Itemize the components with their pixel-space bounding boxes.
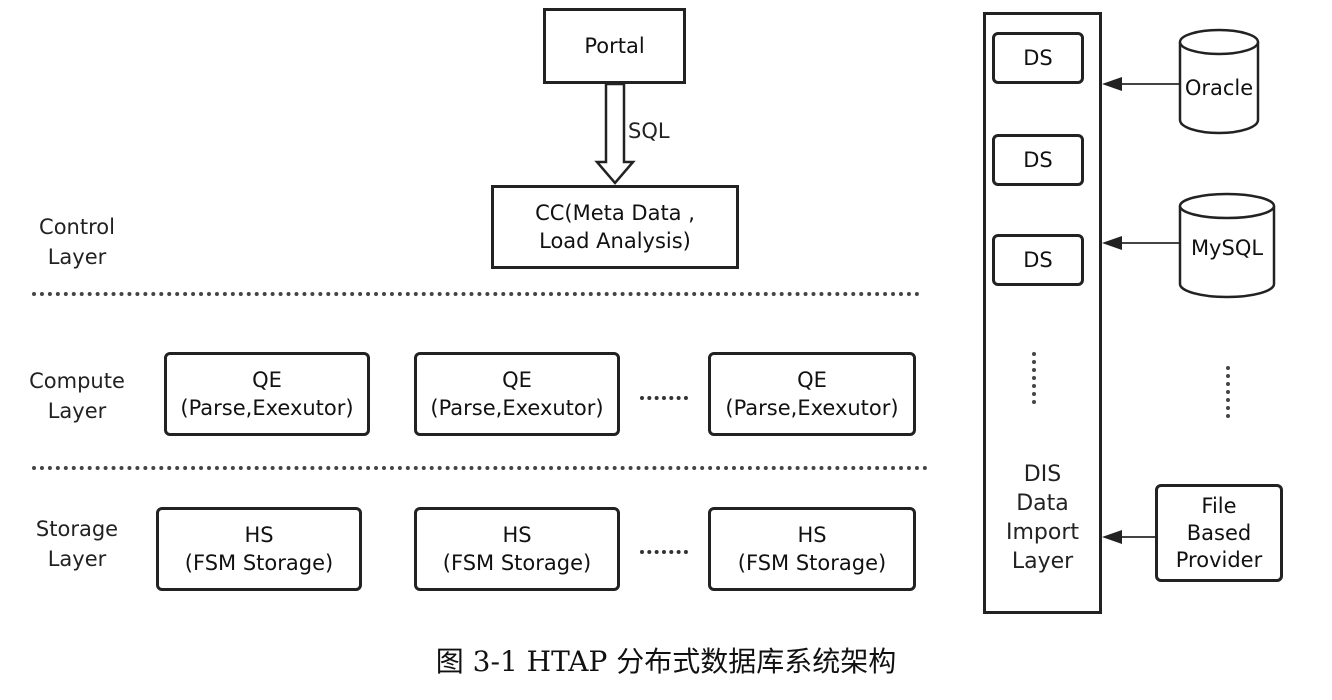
ds-label: DS [1023,248,1053,272]
qe-ellipsis [640,396,688,400]
storage-layer-line1: Storage [35,517,119,541]
hs-node-subtitle: (FSM Storage) [737,551,887,575]
qe-node-subtitle: (Parse,Exexutor) [430,396,604,420]
ds-label: DS [1023,148,1053,172]
storage-layer-label: Storage Layer [18,514,136,574]
qe-node: QE (Parse,Exexutor) [708,352,916,436]
sources-vertical-ellipsis [1226,366,1230,418]
hs-node-subtitle: (FSM Storage) [184,551,334,575]
cc-label-line2: Load Analysis) [539,229,691,253]
cylinder-shape [1178,192,1276,299]
mysql-database-icon: MySQL [1178,192,1276,300]
hs-node-subtitle: (FSM Storage) [442,551,592,575]
compute-layer-line1: Compute [29,369,125,393]
qe-node-subtitle: (Parse,Exexutor) [725,396,899,420]
compute-storage-separator [32,466,928,470]
dis-title-line: DIS [1023,462,1062,487]
oracle-database-icon: Oracle [1178,28,1260,136]
hs-node-title: HS [244,523,274,547]
file-provider-line: Based [1186,520,1252,545]
hs-node-title: HS [797,523,827,547]
dis-container [983,12,1102,614]
qe-node: QE (Parse,Exexutor) [414,352,620,436]
dis-title: DIS Data Import Layer [986,460,1099,576]
control-layer-line1: Control [39,215,115,239]
portal-box: Portal [543,8,686,84]
qe-node-subtitle: (Parse,Exexutor) [180,396,354,420]
ds-box: DS [992,234,1084,286]
qe-node-title: QE [797,368,827,392]
cylinder-shape [1178,28,1260,135]
file-based-provider-box: File Based Provider [1155,484,1283,582]
hs-ellipsis [640,550,688,554]
control-compute-separator [32,292,920,296]
control-layer-label: Control Layer [18,212,136,272]
oracle-to-ds-arrowhead [1102,77,1122,91]
compute-layer-label: Compute Layer [18,366,136,426]
compute-layer-line2: Layer [47,399,107,423]
ds-box: DS [992,134,1084,186]
file-to-dis-arrowhead [1102,530,1122,544]
qe-node-title: QE [252,368,282,392]
file-provider-line: File [1201,493,1237,518]
portal-label: Portal [584,34,645,58]
hs-node: HS (FSM Storage) [708,507,916,591]
sql-label: SQL [628,119,670,143]
cc-label-line1: CC(Meta Data , [535,201,695,225]
dis-title-line: Data [1016,491,1069,516]
ds-label: DS [1023,46,1053,70]
oracle-label: Oracle [1184,76,1254,100]
control-layer-line2: Layer [47,245,107,269]
qe-node: QE (Parse,Exexutor) [164,352,370,436]
ds-vertical-ellipsis [1032,352,1036,404]
sql-arrow [594,82,636,185]
ds-box: DS [992,32,1084,84]
mysql-to-ds-arrowhead [1102,236,1122,250]
dis-title-line: Import [1005,520,1079,545]
qe-node-title: QE [502,368,532,392]
cc-box: CC(Meta Data , Load Analysis) [491,185,739,269]
hs-node-title: HS [502,523,532,547]
figure-caption: 图 3-1 HTAP 分布式数据库系统架构 [435,645,897,678]
hs-node: HS (FSM Storage) [156,507,362,591]
mysql-label: MySQL [1190,236,1264,260]
dis-title-line: Layer [1011,549,1074,574]
hs-node: HS (FSM Storage) [414,507,620,591]
file-provider-line: Provider [1175,547,1263,572]
storage-layer-line2: Layer [47,547,107,571]
